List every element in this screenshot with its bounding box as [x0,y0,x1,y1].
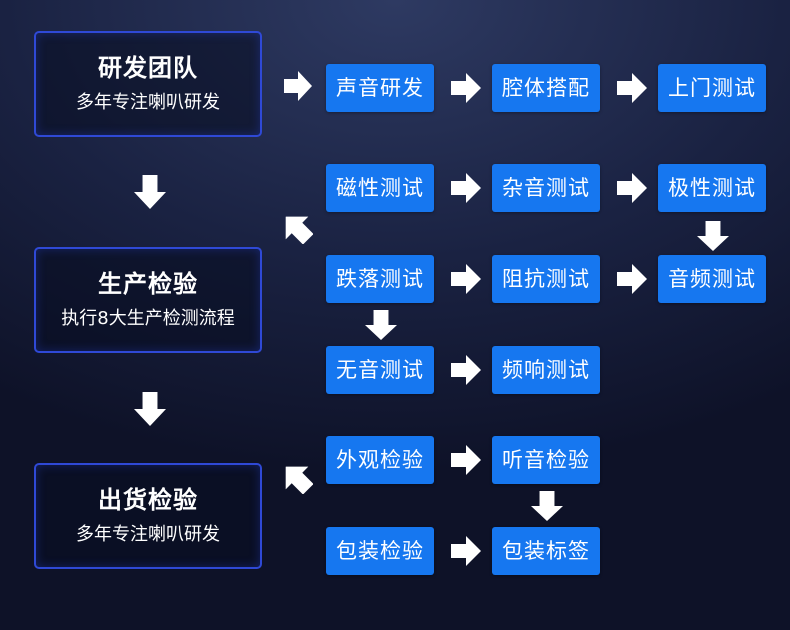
step-silence-test: 无音测试 [326,346,434,394]
stage-title: 出货检验 [98,486,198,514]
stage-box-rd: 研发团队 多年专注喇叭研发 [34,31,262,137]
arrow-right-icon [451,445,481,475]
stage-subtitle: 多年专注喇叭研发 [76,92,220,113]
step-packaging-inspection: 包装检验 [326,527,434,575]
arrow-right-icon [451,536,481,566]
step-packaging-label: 包装标签 [492,527,600,575]
arrow-right-icon [451,73,481,103]
arrow-up-left-icon [281,462,313,494]
arrow-right-icon [617,73,647,103]
arrow-down-icon [134,392,166,426]
arrow-down-icon [365,310,397,340]
arrow-down-icon [531,491,563,521]
step-frequency-response-test: 频响测试 [492,346,600,394]
step-magnetic-test: 磁性测试 [326,164,434,212]
stage-box-production: 生产检验 执行8大生产检测流程 [34,247,262,353]
stage-title: 生产检验 [98,270,198,298]
step-cavity-matching: 腔体搭配 [492,64,600,112]
stage-title: 研发团队 [98,54,198,82]
arrow-up-left-icon [281,212,313,244]
arrow-right-icon [451,264,481,294]
step-listening-inspection: 听音检验 [492,436,600,484]
arrow-down-icon [134,175,166,209]
arrow-right-icon [617,264,647,294]
arrow-right-icon [284,71,312,101]
step-onsite-test: 上门测试 [658,64,766,112]
step-impedance-test: 阻抗测试 [492,255,600,303]
arrow-right-icon [451,173,481,203]
step-audio-test: 音频测试 [658,255,766,303]
step-drop-test: 跌落测试 [326,255,434,303]
arrow-right-icon [617,173,647,203]
arrow-right-icon [451,355,481,385]
step-noise-test: 杂音测试 [492,164,600,212]
arrow-down-icon [697,221,729,251]
step-polarity-test: 极性测试 [658,164,766,212]
stage-subtitle: 多年专注喇叭研发 [76,524,220,545]
step-sound-rd: 声音研发 [326,64,434,112]
stage-subtitle: 执行8大生产检测流程 [61,308,235,329]
step-appearance-inspection: 外观检验 [326,436,434,484]
stage-box-shipping: 出货检验 多年专注喇叭研发 [34,463,262,569]
